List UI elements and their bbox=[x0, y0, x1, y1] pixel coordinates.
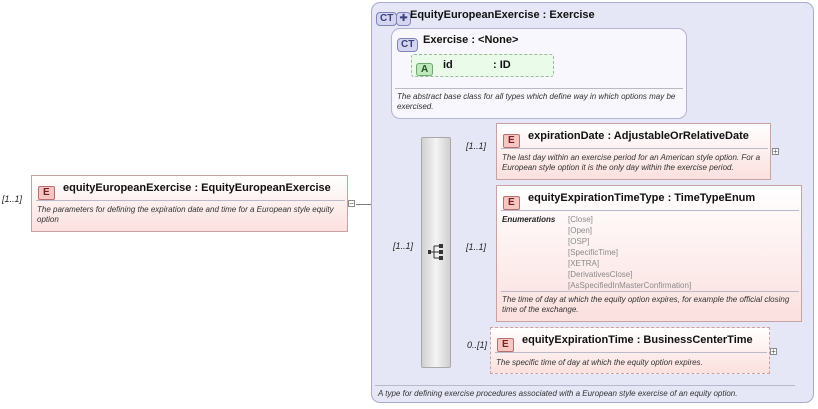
sequence-multiplicity: [1..1] bbox=[393, 241, 414, 251]
element-doc: The time of day at which the equity opti… bbox=[502, 295, 790, 314]
plus-icon[interactable]: + bbox=[770, 347, 777, 356]
enumeration-list: [Close] [Open] [OSP] [SpecificTime] [XET… bbox=[568, 214, 691, 291]
divider bbox=[375, 385, 795, 386]
element-icon: E bbox=[503, 134, 520, 148]
element-equity-expiration-time-type[interactable]: E equityExpirationTimeType : TimeTypeEnu… bbox=[496, 185, 802, 322]
element-multiplicity: [1..1] bbox=[466, 242, 487, 252]
complex-type-title: EquityEuropeanExercise : Exercise bbox=[410, 9, 595, 21]
enumeration-value: [DerivativesClose] bbox=[568, 270, 633, 279]
element-icon: E bbox=[497, 338, 514, 352]
enumeration-value: [Open] bbox=[568, 226, 593, 235]
complex-type-icon: CT bbox=[376, 12, 398, 26]
enumeration-value: [XETRA] bbox=[568, 259, 600, 268]
root-element-doc: The parameters for defining the expirati… bbox=[37, 205, 334, 224]
enumeration-value: [SpecificTime] bbox=[568, 248, 618, 257]
divider bbox=[395, 88, 683, 89]
complex-type-icon: CT bbox=[397, 38, 419, 52]
root-element-box[interactable]: E equityEuropeanExercise : EquityEuropea… bbox=[31, 175, 348, 232]
divider bbox=[495, 352, 767, 353]
element-multiplicity: [1..1] bbox=[466, 141, 487, 151]
element-equity-expiration-time[interactable]: E equityExpirationTime : BusinessCenterT… bbox=[490, 327, 770, 374]
connector-root-to-ct bbox=[356, 204, 380, 205]
root-element-title: equityEuropeanExercise : EquityEuropeanE… bbox=[63, 182, 331, 194]
divider bbox=[501, 210, 799, 211]
attribute-id-box[interactable]: A id : ID bbox=[411, 54, 554, 77]
minus-icon[interactable]: − bbox=[348, 199, 355, 208]
element-doc: The specific time of day at which the eq… bbox=[496, 358, 703, 367]
sequence-compositor[interactable] bbox=[421, 137, 451, 368]
enumeration-value: [AsSpecifiedInMasterConfirmation] bbox=[568, 281, 692, 290]
element-doc: The last day within an exercise period f… bbox=[502, 153, 761, 172]
element-title: equityExpirationTimeType : TimeTypeEnum bbox=[528, 192, 756, 204]
enumeration-value: [Close] bbox=[568, 215, 593, 224]
divider bbox=[501, 148, 768, 149]
complex-type-doc: A type for defining exercise procedures … bbox=[378, 389, 738, 398]
element-expiration-date[interactable]: E expirationDate : AdjustableOrRelativeD… bbox=[496, 123, 771, 180]
element-icon: E bbox=[38, 186, 55, 200]
element-icon: E bbox=[503, 196, 520, 210]
attribute-icon: A bbox=[416, 63, 434, 76]
enumerations-label: Enumerations bbox=[502, 215, 556, 224]
root-multiplicity: [1..1] bbox=[2, 194, 23, 204]
plus-icon: ✚ bbox=[396, 12, 411, 26]
attribute-type: : ID bbox=[493, 59, 511, 71]
divider bbox=[501, 291, 799, 292]
attribute-name: id bbox=[443, 59, 453, 71]
sequence-compositor-icon bbox=[428, 244, 443, 260]
enumeration-value: [OSP] bbox=[568, 237, 590, 246]
element-title: expirationDate : AdjustableOrRelativeDat… bbox=[528, 130, 749, 142]
base-type-title: Exercise : <None> bbox=[423, 34, 519, 46]
element-title: equityExpirationTime : BusinessCenterTim… bbox=[522, 334, 753, 346]
plus-icon[interactable]: + bbox=[772, 147, 779, 156]
base-type-doc: The abstract base class for all types wh… bbox=[397, 92, 676, 111]
divider bbox=[36, 200, 345, 201]
element-multiplicity: 0..[1] bbox=[467, 340, 488, 350]
